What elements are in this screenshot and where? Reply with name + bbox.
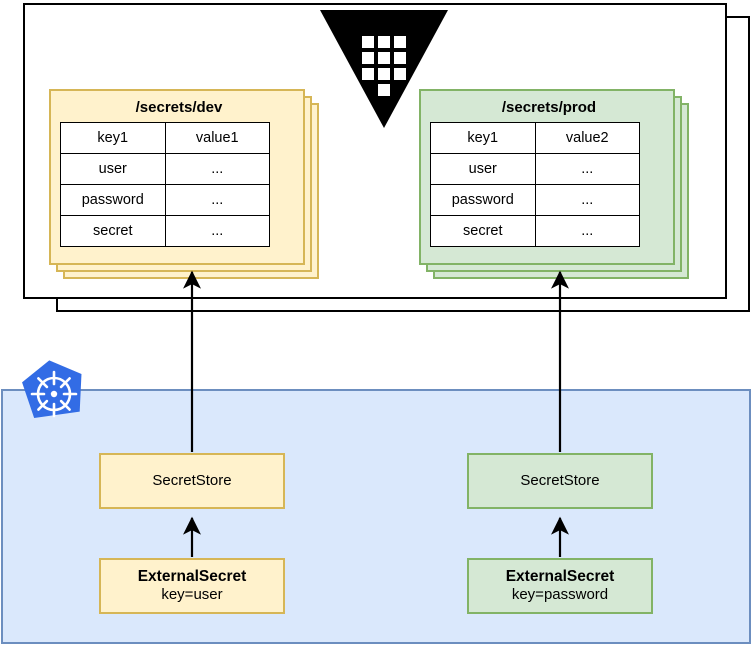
- kv-key: password: [430, 184, 536, 216]
- hashicorp-vault-logo: [318, 8, 450, 130]
- external-secret-key: key=user: [161, 586, 223, 604]
- vault-path-title-prod: /secrets/prod: [501, 99, 597, 116]
- external-secret-title: ExternalSecret: [137, 567, 247, 585]
- secret-store-label: SecretStore: [520, 471, 600, 489]
- vault-path-title-dev: /secrets/dev: [135, 99, 223, 116]
- kv-key: secret: [60, 215, 166, 247]
- kv-value: value2: [534, 122, 640, 154]
- external-secret-box-prod[interactable]: ExternalSecret key=password: [467, 558, 653, 614]
- external-secret-key: key=password: [511, 586, 609, 604]
- secret-store-box-prod[interactable]: SecretStore: [467, 453, 653, 509]
- panel-primary-layer-dev: /secrets/dev key1 value1 user ... passwo…: [49, 89, 305, 265]
- kv-key: user: [60, 153, 166, 185]
- kv-value: ...: [164, 153, 270, 185]
- kv-value: ...: [164, 215, 270, 247]
- vault-path-panel-dev[interactable]: /secrets/dev key1 value1 user ... passwo…: [49, 89, 319, 279]
- table-row: key1 value2: [430, 122, 640, 154]
- table-row: secret ...: [430, 215, 640, 247]
- kv-value: ...: [534, 215, 640, 247]
- kv-value: value1: [164, 122, 270, 154]
- vault-kv-table-prod: key1 value2 user ... password ... secret…: [430, 122, 640, 247]
- table-row: password ...: [430, 184, 640, 216]
- table-row: key1 value1: [60, 122, 270, 154]
- external-secret-box-dev[interactable]: ExternalSecret key=user: [99, 558, 285, 614]
- kubernetes-logo: [18, 358, 90, 430]
- kv-key: secret: [430, 215, 536, 247]
- panel-primary-layer-prod: /secrets/prod key1 value2 user ... passw…: [419, 89, 675, 265]
- external-secret-title: ExternalSecret: [505, 567, 615, 585]
- table-row: user ...: [60, 153, 270, 185]
- secret-store-box-dev[interactable]: SecretStore: [99, 453, 285, 509]
- secret-store-label: SecretStore: [152, 471, 232, 489]
- table-row: password ...: [60, 184, 270, 216]
- kv-value: ...: [534, 184, 640, 216]
- kv-key: user: [430, 153, 536, 185]
- kv-key: key1: [60, 122, 166, 154]
- vault-kv-table-dev: key1 value1 user ... password ... secret…: [60, 122, 270, 247]
- vault-path-panel-prod[interactable]: /secrets/prod key1 value2 user ... passw…: [419, 89, 689, 279]
- table-row: user ...: [430, 153, 640, 185]
- table-row: secret ...: [60, 215, 270, 247]
- kv-value: ...: [164, 184, 270, 216]
- kv-key: key1: [430, 122, 536, 154]
